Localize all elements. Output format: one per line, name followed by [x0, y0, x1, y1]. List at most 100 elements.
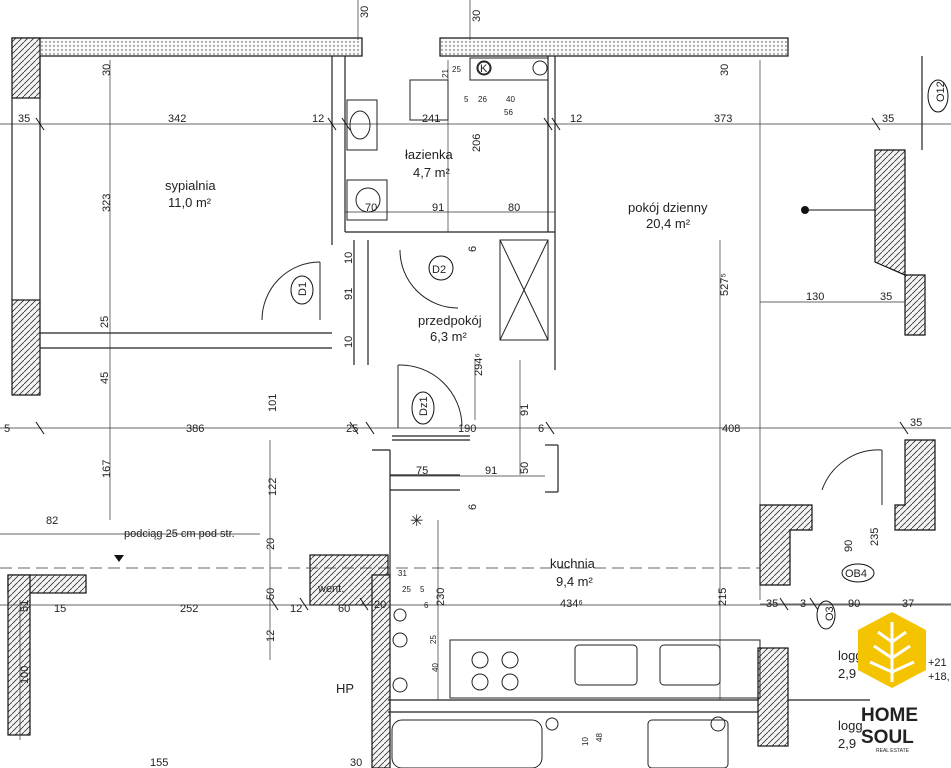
dim-label: 6 [424, 601, 429, 610]
dim-label: 206 [471, 134, 483, 152]
dim-label: 235 [869, 528, 881, 546]
room-name-pokoj-dzienny: pokój dzienny [628, 200, 708, 215]
dim-label: 25 [429, 635, 438, 644]
dim-label: 12 [265, 630, 277, 642]
logo-sub: REAL ESTATE [876, 748, 910, 754]
dim-label: 75 [416, 465, 428, 477]
dim-label: 408 [722, 423, 740, 435]
room-name-sypialnia: sypialnia [165, 178, 216, 193]
dim-label: 35 [18, 113, 30, 125]
dim-label: 6 [467, 504, 479, 510]
door-label-d1: D1 [297, 282, 309, 296]
dim-label: 90 [848, 598, 860, 610]
dim-label: 91 [485, 465, 497, 477]
room-name-lazienka: łazienka [405, 147, 453, 162]
dim-label: 10 [343, 336, 355, 348]
dim-label: 25 [452, 65, 461, 74]
room-area-sypialnia: 11,0 m² [168, 195, 212, 210]
dim-label: 50 [265, 588, 277, 600]
interior-walls [11, 56, 923, 713]
asterisk-mark: ✳ [410, 513, 423, 530]
dimension-labels: 30 30 30 30 35 342 12 241 12 373 35 323 … [4, 6, 922, 768]
dim-label: 10 [581, 737, 590, 746]
dim-label: 45 [99, 372, 111, 384]
dim-label: 30 [350, 757, 362, 768]
dim-label: 50 [519, 462, 531, 474]
dimension-ticks [35, 117, 909, 611]
dim-label: 215 [717, 588, 729, 606]
k-label: K [480, 63, 488, 75]
dim-label: 527⁵ [719, 273, 731, 296]
dim-label: 21 [441, 69, 450, 78]
podciag-arrow [114, 555, 124, 562]
dim-label: 91 [343, 288, 355, 300]
dim-label: 70 [365, 202, 377, 214]
went-label: went. [317, 583, 344, 595]
dim-label: 91 [519, 404, 531, 416]
dim-label: 386 [186, 423, 204, 435]
level-label-1: +21 [928, 657, 947, 669]
dim-label: 30 [101, 64, 113, 76]
dim-label: 82 [46, 515, 58, 527]
outlet-marker [801, 206, 809, 214]
dim-label: 373 [714, 113, 732, 125]
dim-label: 35 [766, 598, 778, 610]
logo-tree-icon [869, 622, 915, 682]
dz1-door-symbol [411, 391, 435, 425]
dim-label: 3 [800, 598, 806, 610]
dim-label: 26 [478, 95, 487, 104]
kitchen-fixtures [391, 608, 761, 768]
logo-line1: HOME [861, 705, 918, 726]
dim-label: 294⁶ [473, 353, 485, 376]
room-name-kuchnia: kuchnia [550, 556, 596, 571]
dimension-lines [0, 0, 951, 740]
dim-label: 20 [265, 538, 277, 550]
dim-label: 35 [910, 417, 922, 429]
door-swings [261, 249, 883, 505]
k-symbol [476, 60, 492, 76]
room-area-loggia-2: 2,9 [838, 736, 856, 751]
o3-label: O3 [824, 606, 836, 621]
dim-label: 6 [467, 246, 479, 252]
dim-label: 20 [374, 599, 386, 611]
symbol-labels: D1 D2 Dz1 podciąg 25 cm pod str. went. H… [124, 63, 950, 696]
room-area-lazienka: 4,7 m² [413, 165, 451, 180]
dim-label: 130 [806, 291, 824, 303]
dim-label: 40 [431, 663, 440, 672]
o3-symbol [816, 600, 836, 630]
dim-label: 15 [54, 603, 66, 615]
podciag-label: podciąg 25 cm pod str. [124, 528, 235, 540]
room-area-pokoj-dzienny: 20,4 m² [646, 216, 691, 231]
room-name-loggia-2: logg [838, 718, 863, 733]
home-soul-logo [858, 612, 926, 688]
dim-label: 6 [538, 423, 544, 435]
exterior-walls [7, 37, 936, 768]
dim-label: 25 [346, 423, 358, 435]
dim-label: 37 [902, 598, 914, 610]
room-name-loggia-1: logg [838, 648, 863, 663]
dim-label: 12 [570, 113, 582, 125]
dim-label: 252 [180, 603, 198, 615]
d2-door-symbol [428, 255, 454, 281]
d1-door-symbol [290, 275, 314, 305]
dim-label: 100 [19, 666, 31, 684]
dim-label: 323 [101, 194, 113, 212]
door-label-d2: D2 [432, 264, 446, 276]
bathroom-fixtures [346, 57, 549, 341]
dim-label: 122 [267, 478, 279, 496]
ob4-label: OB4 [845, 568, 867, 580]
dim-label: 5 [4, 423, 10, 435]
hp-label: HP [336, 681, 354, 696]
dim-label: 35 [880, 291, 892, 303]
door-label-dz1: Dz1 [418, 396, 430, 416]
dim-label: 30 [359, 6, 371, 18]
dim-label: 30 [719, 64, 731, 76]
dim-label: 80 [508, 202, 520, 214]
dim-label: 12 [290, 603, 302, 615]
dim-label: 51 [19, 600, 31, 612]
logo-line2: SOUL [861, 727, 914, 748]
dim-label: 31 [398, 569, 407, 578]
room-labels: sypialnia 11,0 m² łazienka 4,7 m² pokój … [165, 147, 863, 751]
level-label-2: +18, [928, 671, 950, 683]
